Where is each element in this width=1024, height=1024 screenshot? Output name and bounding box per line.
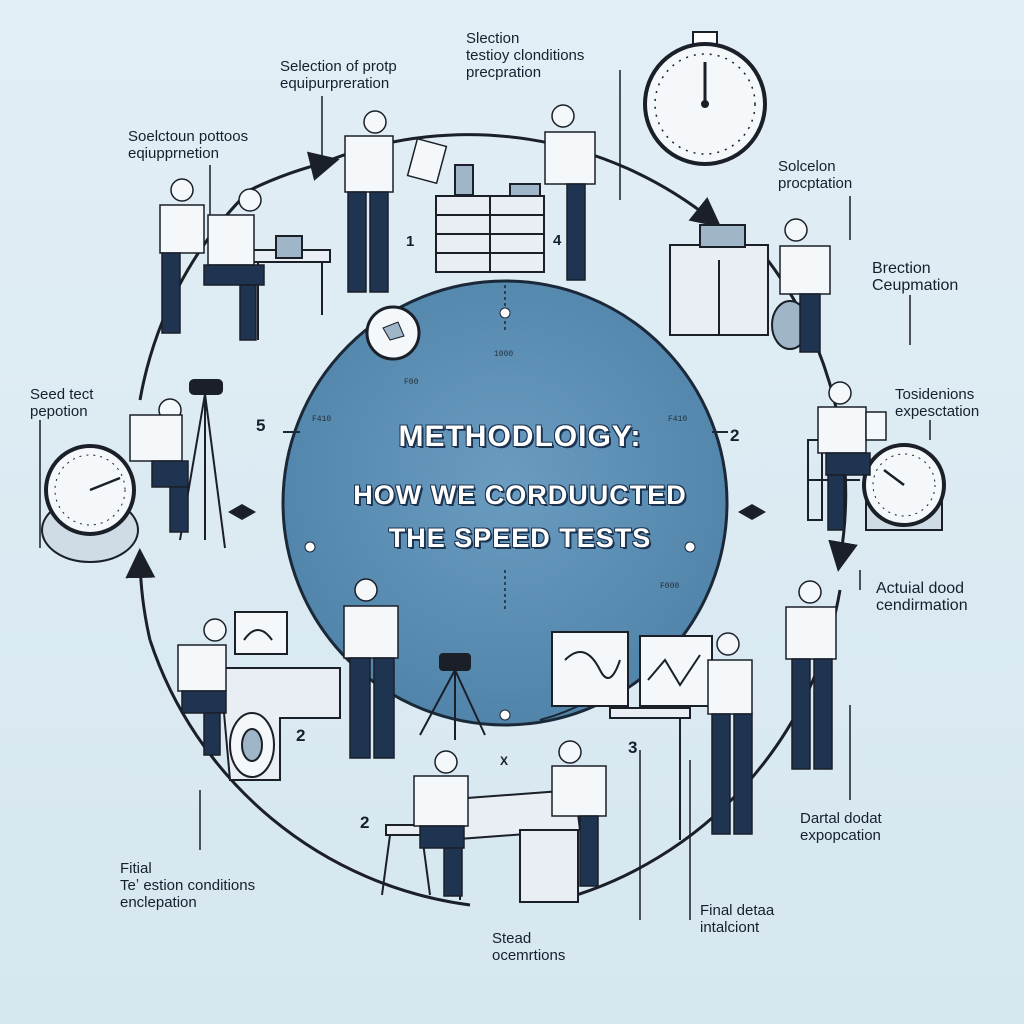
label-top-left-upper: Selection of protp equipurpreration [280, 58, 397, 92]
person-bottom-seated-left [413, 750, 469, 897]
step-number-4: 4 [553, 232, 562, 249]
label-right-upper: Solcelon procptation [778, 158, 853, 192]
person-right-lower [785, 580, 837, 770]
label-leader-lines [39, 70, 931, 920]
label-right-lower: Dartal dodat expopcation [800, 810, 882, 844]
step-number-2-lower: 2 [296, 726, 306, 745]
tripod-camera-center [419, 653, 486, 740]
left-desk [249, 235, 331, 340]
x-mark: X [500, 754, 509, 768]
step-number-5-left: 5 [256, 416, 266, 435]
right-cabinet [669, 224, 809, 350]
diagram-title: METHODLOIGY: HOW WE CORDUUCTED THE SPEED… [300, 420, 740, 554]
person-figures [129, 104, 887, 897]
label-left-upper: Soelctoun pottoos eqiupprnetion [128, 128, 249, 162]
person-top-left [159, 178, 205, 334]
right-gauge-icon [862, 443, 946, 531]
person-center-phone [343, 578, 399, 759]
dial-tick-right: F410 [668, 415, 688, 424]
drawer-cabinet [435, 164, 545, 273]
monitors-right [551, 631, 713, 840]
person-right-middle [817, 381, 887, 531]
person-camera-left [129, 398, 189, 533]
step-number-1: 1 [406, 233, 415, 250]
stopwatch-icon [643, 31, 767, 166]
label-top-center: Slection testioy clonditions precpration [466, 30, 585, 81]
person-bottom-seated-right [551, 740, 607, 887]
mini-dial-icon [365, 305, 421, 361]
tripod-camera-left [179, 379, 226, 549]
step-number-2-bottom: 2 [360, 813, 370, 832]
bottom-table [381, 788, 582, 903]
dial-tick-top: 1000 [494, 350, 514, 359]
label-bottom-left: Fitial Teʼ estion conditions enclepation [120, 860, 256, 911]
person-computer-left [177, 618, 227, 756]
person-top-center [544, 104, 596, 281]
step-number-2-right: 2 [730, 426, 740, 445]
computer-desk [218, 611, 341, 781]
dial-tick-upper-left: F00 [404, 378, 419, 387]
title-line-2: HOW WE CORDUUCTED [353, 480, 687, 510]
label-bottom-right: Final detaa intalciont [700, 902, 775, 936]
ring-diamond-left [228, 504, 256, 520]
title-line-3: THE SPEED TESTS [388, 523, 652, 553]
ring-diamond-right [738, 504, 766, 520]
dial-tick-lower-right: F000 [660, 582, 680, 591]
person-monitor-right [707, 632, 753, 835]
label-left-middle: Seed tect pepotion [30, 386, 94, 420]
label-right-lower-mid: Actuial dood cendirmation [876, 580, 968, 614]
person-right-upper [779, 218, 831, 353]
dial-tick-left: F410 [312, 415, 332, 424]
label-right-middle: Tosidenions expesctation [895, 386, 980, 420]
label-bottom-center: Stead ocemrtions [492, 930, 566, 964]
person-seated-left [203, 188, 265, 341]
left-gauge-icon [41, 444, 139, 563]
step-number-3-lower: 3 [628, 738, 638, 757]
label-right-middle-upper: Brection Ceupmation [872, 260, 959, 294]
title-line-1: METHODLOIGY: [398, 420, 642, 453]
person-clipboard-top [344, 110, 448, 293]
